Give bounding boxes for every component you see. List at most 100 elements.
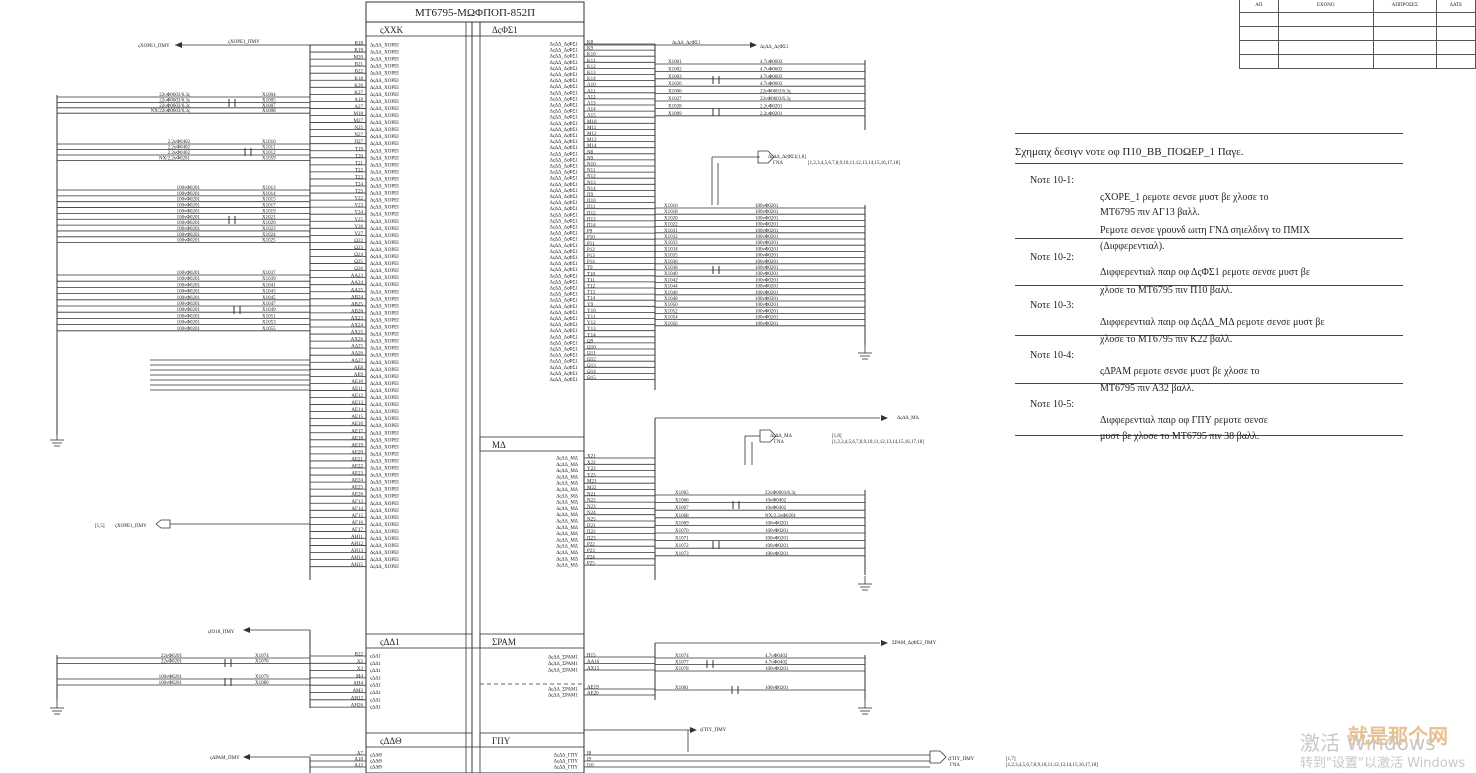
pin-signal: ΔςΔΔ_ΧΟΡΕΙ xyxy=(370,544,399,549)
pin-number: Ρ9 xyxy=(587,230,593,235)
cap-value: 100νΦ0201 xyxy=(755,297,779,302)
pin-signal: ΔςΔΔ_ΔςΦΣ1 xyxy=(550,238,579,243)
pin-signal: ΔςΔΔ_ΧΟΡΕΙ xyxy=(370,297,399,302)
cap-value: 2.2υΦ0201 xyxy=(760,112,783,117)
pin-signal: ΔςΔΔ_ΔςΦΣ1 xyxy=(550,232,579,237)
pin-number: Ν21 xyxy=(587,492,596,497)
cap-value: 2.2υΦ0402 xyxy=(168,140,191,145)
cap-value: 100νΦ0201 xyxy=(177,233,201,238)
pin-signal: ΔςΔΔ_ΧΟΡΕΙ xyxy=(370,72,399,77)
pin-number: Β22 xyxy=(355,70,364,75)
pin-signal: ΔςΔΔ_ΔςΦΣ1 xyxy=(550,226,579,231)
pin-number: ΑΗ11 xyxy=(351,535,364,540)
pin-signal: ΔςΔΔ_ΧΟΡΕΙ xyxy=(370,276,399,281)
pin-number: ΑΕ18 xyxy=(351,436,363,441)
cap-value: 100νΦ0201 xyxy=(765,537,789,542)
cap-value: 100νΦ0201 xyxy=(755,303,779,308)
cap-ref: Χ1002 xyxy=(668,67,682,72)
pin-number: Τ11 xyxy=(587,278,595,283)
pin-signal: ΔςΔΔ_ΧΟΡΕΙ xyxy=(370,170,399,175)
arrow-left-icon xyxy=(243,627,250,633)
note-text: Διφφερεντιαλ παιρ οφ ΔςΔΔ_ΜΔ ρεμοτε σενσ… xyxy=(1100,317,1325,328)
pin-signal: ΔςΔΔ_ΧΟΡΕΙ xyxy=(370,516,399,521)
pin-number: ΑΕ22 xyxy=(351,465,363,470)
cap-value: 100νΦ0201 xyxy=(755,309,779,314)
arrow-right-icon xyxy=(881,640,888,646)
pin-signal: ΔςΔΔ_ΧΟΡΕΙ xyxy=(370,234,399,239)
pin-signal: ΔςΔΔ_ΔςΦΣ1 xyxy=(550,195,579,200)
pin-number: ΑΕ25 xyxy=(351,486,363,491)
pin-signal: ΔςΔΔ_ΧΟΡΕΙ xyxy=(370,79,399,84)
cap-ref: Χ1040 xyxy=(664,272,678,277)
cap-ref: Χ1011 xyxy=(262,146,276,151)
pin-signal: ΔςΔΔ_ΔςΦΣ1 xyxy=(550,146,579,151)
cap-value: 100νΦ0201 xyxy=(765,529,789,534)
pin-signal: ΔςΔΔ_ΧΟΡΕΙ xyxy=(370,318,399,323)
cap-value: 100νΦ0201 xyxy=(755,272,779,277)
rev-cell xyxy=(1435,54,1476,69)
pin-signal: ςΔΔ1 xyxy=(370,691,381,696)
pin-number: ΑΗ15 xyxy=(351,563,364,568)
cap-value: 2.2υΦ0402 xyxy=(168,146,191,151)
arrow-right-icon xyxy=(750,42,757,48)
pin-signal: ΔςΔΔ_ΧΟΡΕΙ xyxy=(370,248,399,253)
cap-ref: Χ1021 xyxy=(262,215,276,220)
net-label: ΔςΔΔ_ΜΔ xyxy=(897,416,920,421)
pin-signal: ΔςΔΔ_ΔςΦΣ1 xyxy=(550,372,579,377)
rev-cell xyxy=(1277,26,1374,41)
pin-signal: ΔςΔΔ_ΔςΦΣ1 xyxy=(550,177,579,182)
pin-signal: ΔςΔΔ_ΣΡΑΜ1 xyxy=(548,688,578,693)
cap-ref: Χ1001 xyxy=(668,60,682,65)
net-label: ΣΡΑΜ_ΔςΦΣ2_ΠΜΥ xyxy=(892,641,937,646)
pin-number: ΑΓ16 xyxy=(351,521,363,526)
pin-number: Μ27 xyxy=(354,119,364,124)
pin-signal: ΔςΔΔ_ΧΟΡΕΙ xyxy=(370,199,399,204)
pin-signal: ΔςΔΔ_ΧΟΡΕΙ xyxy=(370,156,399,161)
cap-value: ΝΧ/2.2υΦ0201 xyxy=(765,514,796,519)
pin-number: ΑΒ25 xyxy=(351,302,363,307)
arrow-right-icon xyxy=(690,727,697,733)
pin-number: Χ21 xyxy=(587,455,596,460)
pin-signal: ΔςΔΔ_ΔςΦΣ1 xyxy=(550,122,579,127)
cap-ref: Χ1070 xyxy=(675,529,689,534)
pin-signal: ΔςΔΔ_ΔςΦΣ1 xyxy=(550,140,579,145)
cap-ref: Χ1054 xyxy=(664,316,678,321)
pin-number: Μ20 xyxy=(354,56,364,61)
pin-signal: ςΔΔ1 xyxy=(370,676,381,681)
pin-number: Λ12 xyxy=(587,95,596,100)
pin-number: ΑΓ13 xyxy=(351,500,363,505)
pin-signal: ΔςΔΔ_ΧΟΡΕΙ xyxy=(370,459,399,464)
pin-signal: ΔςΔΔ_ΔςΦΣ1 xyxy=(550,207,579,212)
cap-value: 22υΦ0603/6.3ς xyxy=(765,491,796,496)
pin-signal: ΔςΔΔ_ΧΟΡΕΙ xyxy=(370,58,399,63)
pin-signal: ΔςΔΔ_ΔςΦΣ1 xyxy=(550,360,579,365)
pin-signal: ςΔΔ1 xyxy=(370,655,381,660)
cap-ref: Χ1028 xyxy=(668,104,682,109)
pin-number: ΑΗ4 xyxy=(353,682,363,687)
note-text: χλοσε το ΜΤ6795 πιν Κ22 βαλλ. xyxy=(1100,334,1233,345)
pin-number: Ρ11 xyxy=(587,242,595,247)
pin-number: ΑΗ12 xyxy=(351,542,364,547)
cap-value: 100νΦ0201 xyxy=(755,260,779,265)
note-label: Νοτε 10-1: xyxy=(1030,175,1075,186)
notes-rule xyxy=(1015,335,1403,336)
pin-signal: ΔςΔΔ_ΜΔ xyxy=(556,557,579,562)
note-label: Νοτε 10-4: xyxy=(1030,350,1075,361)
pin-number: Π13 xyxy=(587,217,596,222)
pin-number: Ι10 xyxy=(587,764,594,769)
pin-number: ΑΕ8 xyxy=(354,366,364,371)
pin-signal: ΔςΔΔ_ΜΔ xyxy=(556,457,579,462)
pin-number: Μ13 xyxy=(587,138,597,143)
cap-ref: Χ1056 xyxy=(664,322,678,327)
pin-number: Α13 xyxy=(354,764,363,769)
rev-cell xyxy=(1239,54,1279,69)
rev-cell xyxy=(1277,54,1374,69)
notes-rule xyxy=(1015,133,1403,134)
pin-signal: ΔςΔΔ_ΧΟΡΕΙ xyxy=(370,445,399,450)
pin-number: Υ27 xyxy=(354,232,363,237)
pin-signal: ΔςΔΔ_ΔςΦΣ1 xyxy=(550,110,579,115)
arrow-left-icon xyxy=(175,42,182,48)
net-ref: [1,7] xyxy=(1006,757,1016,762)
cap-value: 22υΦ0603/6.3ς xyxy=(760,97,791,102)
rev-col-ap: ΑΠ xyxy=(1239,0,1279,13)
